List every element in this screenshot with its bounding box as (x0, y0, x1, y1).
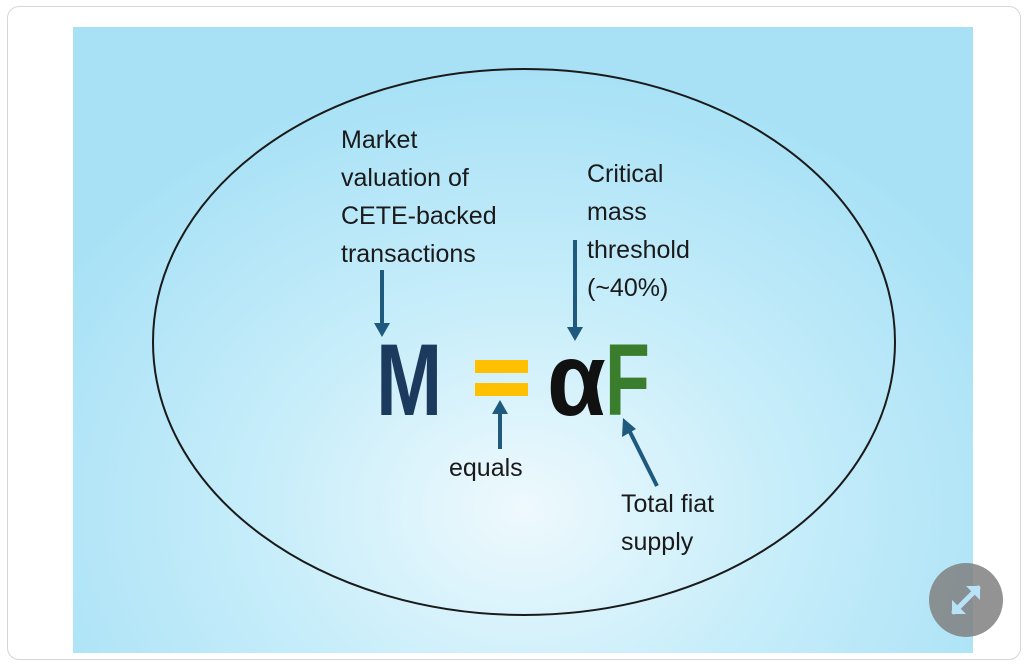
expand-diagonal-icon (951, 585, 981, 615)
image-card: Market valuation of CETE-backed transact… (7, 6, 1021, 660)
equation-equals-sign (475, 360, 528, 397)
label-critical-mass: Critical mass threshold (~40%) (587, 160, 690, 302)
boundary-ellipse (152, 68, 896, 616)
label-market-valuation: Market valuation of CETE-backed transact… (341, 126, 497, 268)
equation-f: F (605, 323, 650, 437)
equals-bar-top (475, 360, 528, 373)
arrowhead-market (374, 323, 390, 337)
arrowhead-equals (492, 400, 508, 414)
equals-bar-bottom (475, 383, 528, 396)
diagram-image: Market valuation of CETE-backed transact… (73, 27, 973, 653)
label-equals: equals (449, 454, 523, 482)
diagram-graphics (152, 68, 896, 616)
equation-m: M (376, 323, 443, 437)
equation-alpha: α (547, 322, 606, 438)
label-total-fiat-supply: Total fiat supply (621, 490, 715, 556)
arrowhead-fiat (622, 418, 636, 437)
arrowhead-critical (567, 327, 583, 341)
expand-button[interactable] (929, 563, 1003, 637)
arrow-fiat-to-f (628, 431, 659, 487)
